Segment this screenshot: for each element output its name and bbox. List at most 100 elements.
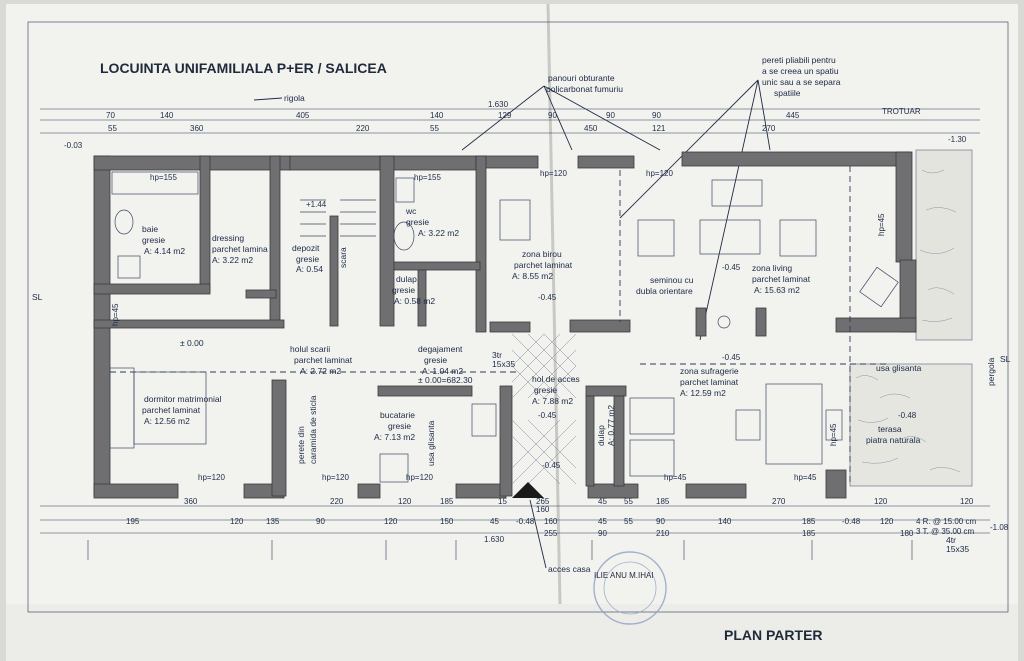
label-perete-2: caramida de sticla (308, 395, 318, 464)
note-pereti-4: spatiile (774, 88, 801, 98)
leader-pereti-c (757, 79, 771, 151)
living-table (711, 179, 763, 207)
label-usa-glisanta: usa glisanta (876, 363, 922, 373)
stamp-ring-inner (603, 561, 657, 615)
dim-bot-r2-10: 55 (624, 517, 633, 526)
room-name-dulap2: dulap (596, 425, 606, 446)
stove-icon (717, 315, 731, 329)
room-floor-degajament: gresie (424, 355, 447, 365)
room-name-hol-acces: hol de acces (532, 374, 580, 384)
hp-11: hp=45 (664, 473, 687, 482)
stamp: ILIE ANU M.IHAI (593, 551, 667, 625)
stair-treads (300, 199, 376, 237)
terrace-area (849, 363, 973, 487)
dim-bot-5: 15 (498, 497, 507, 506)
wall-office-south-1 (489, 321, 531, 333)
wall-seminou-l (695, 307, 707, 337)
room-floor-dormitor: parchet laminat (142, 405, 201, 415)
kitchen-fridge (471, 403, 497, 437)
hp-5: hp=45 (877, 213, 886, 236)
paper-sheet (6, 4, 1018, 604)
dim-bot-r2-9: 45 (598, 517, 607, 526)
dim-top-r2-7: 121 (652, 124, 666, 133)
label-trotuar: TROTUAR (882, 107, 921, 116)
dim-bot-r3-1: 255 (544, 529, 558, 538)
dim-top-3: 405 (296, 111, 310, 120)
room-name-sufragerie: zona sufragerie (680, 366, 739, 376)
note-pereti-2: a se creea un spatiu (762, 66, 839, 76)
dining-chair-2 (629, 439, 675, 477)
room-area-wc: A: 3.22 m2 (418, 228, 459, 238)
room-name-baie: baie (142, 224, 158, 234)
dim-bot-11: 270 (772, 497, 786, 506)
note-panouri-2: policarbonat fumuriu (546, 84, 623, 94)
drawing-frame (27, 21, 1009, 613)
dim-bot-r2-1: 195 (126, 517, 140, 526)
room-labels: baie gresie A: 4.14 m2 dressing parchet … (142, 206, 921, 446)
wall-north-5 (577, 155, 635, 169)
note-panouri-1: panouri obturante (548, 73, 615, 83)
dim-bot-r2-4: 90 (316, 517, 325, 526)
dim-bot-r3-5: 180 (900, 529, 914, 538)
level-10: -1.30 (948, 135, 967, 144)
leader-panouri-b (543, 85, 573, 151)
wall-corridor-north (93, 319, 285, 329)
label-pergola: pergola (986, 357, 996, 386)
level-5: -0.45 (538, 411, 557, 420)
room-area-depozit: A: 0.54 (296, 264, 323, 274)
pergola-paving (915, 149, 973, 341)
hp-4: hp=120 (646, 169, 673, 178)
level-11: -1.08 (990, 523, 1009, 532)
room-area-dormitor: A: 12.56 m2 (144, 416, 190, 426)
wall-dulap2-north (585, 385, 627, 397)
dim-top-5: 90 (548, 111, 557, 120)
level-12: +1.44 (306, 200, 327, 209)
wall-dulap2-east (613, 395, 625, 487)
level-8: -0.48 (898, 411, 917, 420)
dim-bot-r2-2: 120 (230, 517, 244, 526)
dim-top-r2-4: 55 (430, 124, 439, 133)
room-floor-dressing: parchet lamina (212, 244, 268, 254)
dim-bot-8: 45 (598, 497, 607, 506)
living-armchair-1 (637, 219, 675, 257)
room-area-baie: A: 4.14 m2 (144, 246, 185, 256)
room-name-dormitor: dormitor matrimonial (144, 394, 222, 404)
level-sl-west: SL (32, 292, 43, 302)
dining-table (765, 383, 823, 465)
room-area-dressing: A: 3.22 m2 (212, 255, 253, 265)
room-floor-living: parchet laminat (752, 274, 811, 284)
bath-toilet (114, 209, 134, 235)
dim-top-total: 1.630 (488, 100, 509, 109)
wall-bath-south (93, 283, 211, 295)
room-floor-depozit: gresie (296, 254, 319, 264)
grid-axis-markers (87, 540, 913, 560)
dim-top-2: 140 (160, 111, 174, 120)
room-floor-baie: gresie (142, 235, 165, 245)
level-zero: ± 0.00 (180, 338, 204, 348)
dim-top-r2-1: 55 (108, 124, 117, 133)
stone-pattern (855, 169, 961, 473)
drawing-title: LOCUINTA UNIFAMILIALA P+ER / SALICEA (100, 60, 387, 76)
axis-note-2: 3 T. @ 35.00 cm (916, 527, 975, 536)
room-name-degajament: degajament (418, 344, 463, 354)
leader-pereti-a (619, 79, 759, 219)
dim-bot-7: 265 (536, 497, 550, 506)
entry-floor-pattern (511, 333, 577, 485)
room-name-living: zona living (752, 263, 792, 273)
dim-bot-1: 360 (184, 497, 198, 506)
room-floor-sufragerie: parchet laminat (680, 377, 739, 387)
level-2: -0.45 (538, 293, 557, 302)
dim-top-7: 445 (786, 111, 800, 120)
dim-bot-r2-6: 150 (440, 517, 454, 526)
room-area-living: A: 15.63 m2 (754, 285, 800, 295)
room-name-dulap: dulap (396, 274, 417, 284)
room-name-scara: scara (338, 247, 348, 268)
wall-wc-south (393, 261, 481, 271)
dim-bot-10: 185 (656, 497, 670, 506)
leader-panouri-a (461, 85, 545, 151)
dining-chair-3 (735, 409, 761, 441)
wall-south-5 (587, 483, 639, 499)
level-1: -0.03 (64, 141, 83, 150)
room-name-holul: holul scarii (290, 344, 330, 354)
